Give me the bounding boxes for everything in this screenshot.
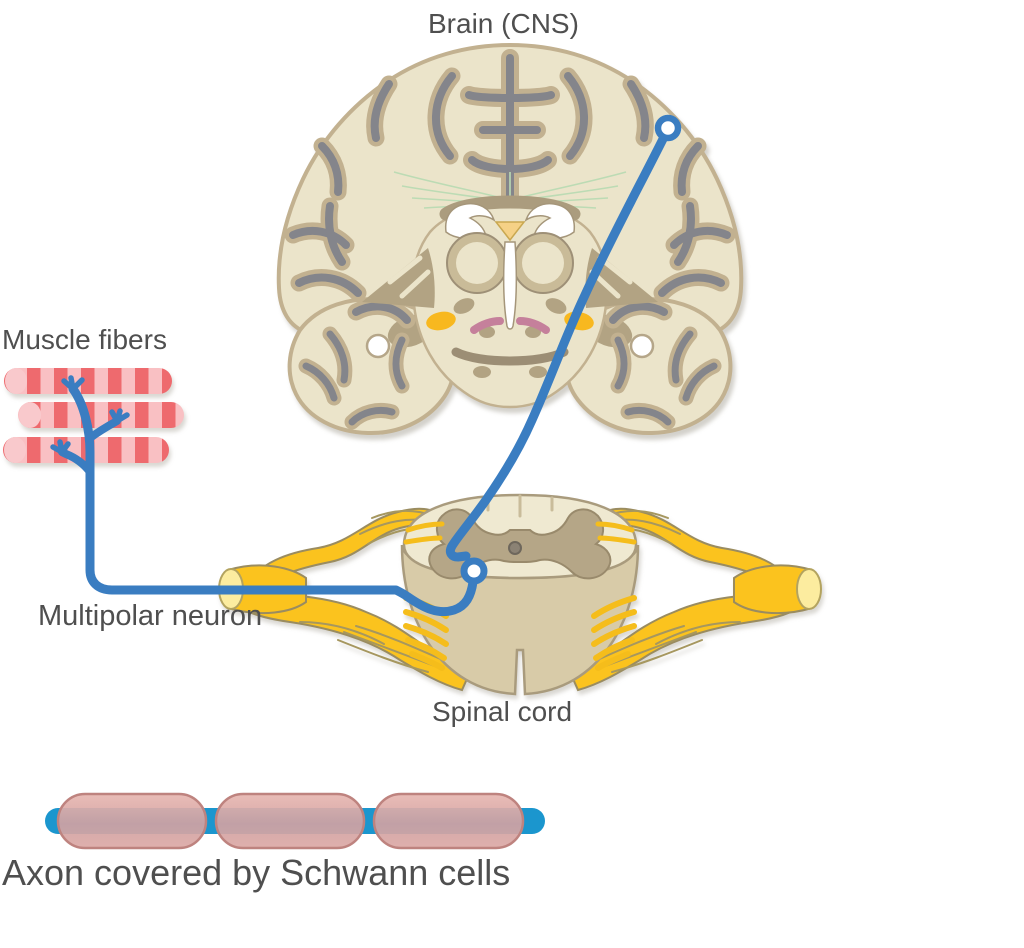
brain-label: Brain (CNS) [428,8,579,39]
neuromuscular-junctions [50,375,130,455]
multipolar-neuron-path [50,114,682,617]
axon-schwann-illustration [45,792,545,850]
spinal-cord-label: Spinal cord [432,696,573,727]
neuron-soma [460,557,488,585]
orange-nucleus-left [426,311,456,331]
axon-schwann-label: Axon covered by Schwann cells [2,852,511,893]
brain-illustration [276,42,744,433]
spinal-cord-illustration [218,493,822,696]
cortex-terminal [654,114,682,142]
interhemispheric-fissure [460,49,560,211]
muscle-fibers-label: Muscle fibers [2,324,167,355]
multipolar-neuron-label: Multipolar neuron [38,600,263,632]
central-canal [508,541,522,555]
schwann-cells [56,792,525,850]
